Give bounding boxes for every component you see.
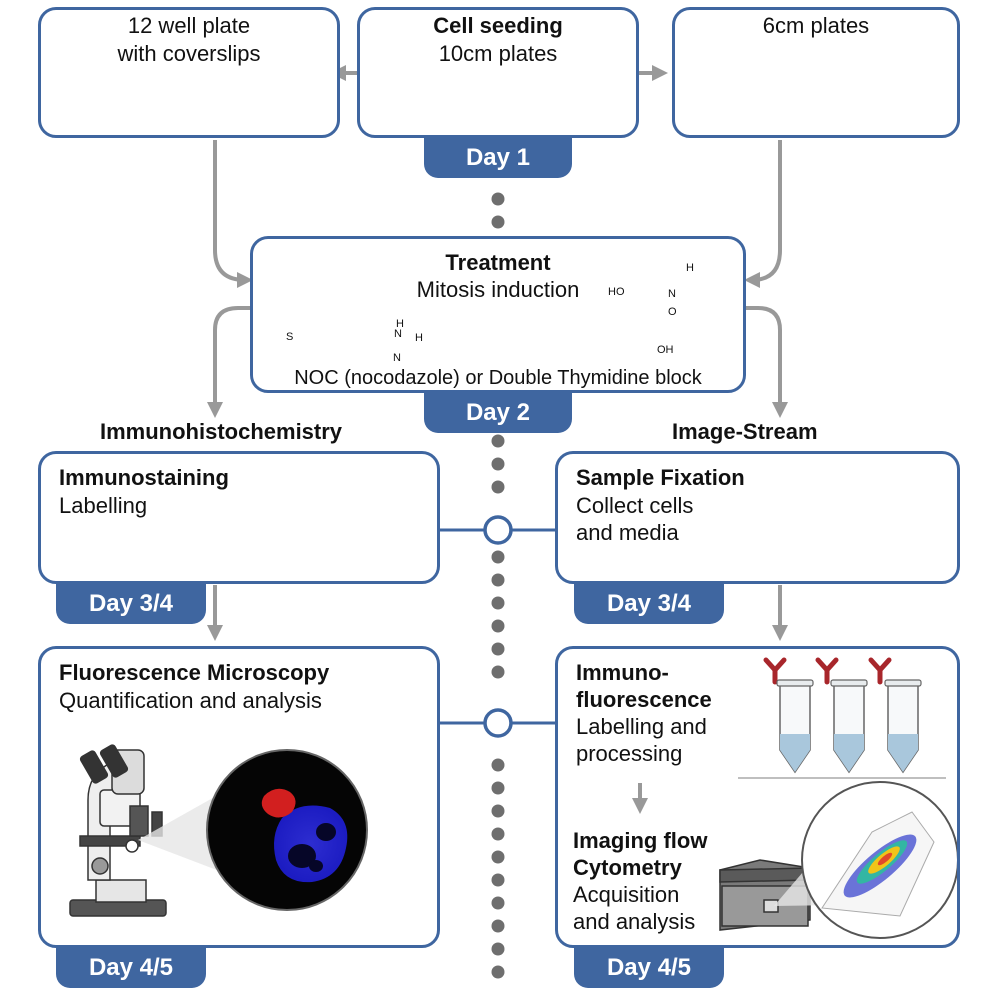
sample-fixation-title: Sample Fixation: [576, 465, 745, 490]
sample-fixation-line1: Collect cells: [576, 493, 694, 518]
day45-left-tab: Day 4/5: [56, 948, 206, 988]
fluorescence-line1: Quantification and analysis: [59, 688, 322, 713]
fluorescence-title: Fluorescence Microscopy: [59, 660, 330, 685]
imaging-flow-title1: Imaging flow: [573, 828, 708, 853]
timeline-dots: [491, 192, 505, 979]
flow-arrows: [207, 65, 788, 814]
treatment-subtitle: Mitosis induction: [416, 277, 580, 302]
seeding-12well-box: 12 well plate with coverslips: [38, 7, 340, 138]
seeding-6cm-box: 6cm plates: [672, 7, 960, 138]
immunofluorescence-title2: fluorescence: [576, 687, 712, 712]
immunofluorescence-title1: Immuno-: [576, 660, 669, 685]
timeline-connectors: [440, 515, 555, 738]
noc-sulfur-label: S: [286, 331, 294, 343]
thy-nh-label: H: [686, 262, 694, 274]
noc-n2-label: N: [393, 352, 401, 364]
fluorescence-microscopy-box: Fluorescence Microscopy Quantification a…: [38, 646, 440, 948]
cytometry-scatter-plot: [801, 781, 959, 939]
six-cm-label: 6cm plates: [762, 13, 870, 38]
thy-oh-label: OH: [657, 344, 674, 356]
cell-seeding-title: Cell seeding: [433, 13, 563, 38]
labelled-tubes-icon: [738, 657, 946, 779]
fluorescence-cell-image: [206, 749, 368, 911]
day34-right-tab: Day 3/4: [574, 584, 724, 624]
image-stream-heading: Image-Stream: [672, 419, 818, 444]
imaging-flow-line2: and analysis: [573, 909, 696, 934]
day1-tab: Day 1: [424, 138, 572, 178]
noc-n1-label: N: [394, 328, 402, 340]
noc-h-label: H: [396, 318, 404, 330]
immunostaining-title: Immunostaining: [59, 465, 229, 490]
day45-right-tab: Day 4/5: [574, 948, 724, 988]
imaging-flow-box: Immuno- fluorescence Labelling and proce…: [555, 646, 960, 948]
zoom-beam-left: [138, 795, 222, 872]
treatment-title: Treatment: [445, 250, 551, 275]
thy-o-label: O: [668, 306, 677, 318]
day34-left-tab: Day 3/4: [56, 584, 206, 624]
immunostaining-line1: Labelling: [59, 493, 148, 518]
day2-tab: Day 2: [424, 393, 572, 433]
cell-seeding-subtitle: 10cm plates: [438, 41, 558, 66]
imaging-flow-line1: Acquisition: [573, 882, 680, 907]
noc-nh-label: H: [415, 332, 423, 344]
imaging-flow-title2: Cytometry: [573, 855, 682, 880]
immunostaining-box: Immunostaining Labelling: [38, 451, 440, 584]
cell-seeding-box: Cell seeding 10cm plates: [357, 7, 639, 138]
sample-fixation-box: Sample Fixation Collect cells and media: [555, 451, 960, 584]
treatment-box: Treatment Mitosis induction NOC (nocodaz…: [250, 236, 746, 393]
thy-n-label: N: [668, 288, 676, 300]
immunohistochemistry-heading: Immunohistochemistry: [100, 419, 343, 444]
immunofluorescence-line2: processing: [576, 741, 683, 766]
thy-ho-label: HO: [608, 286, 625, 298]
sample-fixation-line2: and media: [576, 520, 679, 545]
treatment-caption: NOC (nocodazole) or Double Thymidine blo…: [294, 367, 702, 389]
well-plate-label-line2: with coverslips: [117, 41, 261, 66]
well-plate-label-line1: 12 well plate: [127, 13, 251, 38]
immunofluorescence-line1: Labelling and: [576, 714, 707, 739]
